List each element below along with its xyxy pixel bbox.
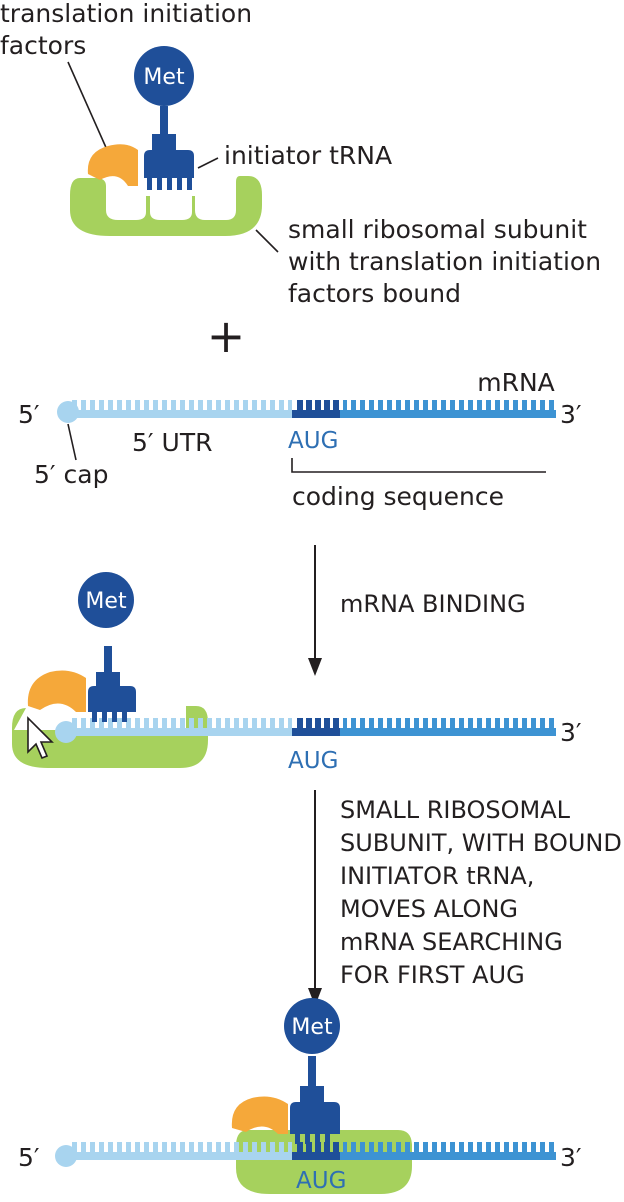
coding-sequence-label: coding sequence (292, 482, 504, 511)
five-prime-cap (57, 401, 79, 423)
initiation-factor-bound (27, 670, 86, 712)
initiation-factor-aug (231, 1096, 288, 1134)
small-ribosomal-subunit (70, 176, 262, 236)
aug-label-3: AUG (296, 1168, 346, 1194)
scanning-line-3: INITIATOR tRNA, (340, 862, 534, 890)
met-label-aug: Met (291, 1015, 333, 1040)
initiation-factor (87, 144, 138, 186)
scanning-step-label: SMALL RIBOSOMAL SUBUNIT, WITH BOUND INIT… (340, 796, 622, 989)
scanning-line-6: FOR FIRST AUG (340, 961, 525, 989)
subunit-leader-line (255, 229, 279, 253)
small-ribosomal-subunit-bound (12, 706, 208, 768)
mrna-3prime-label: 3′ (560, 400, 582, 429)
met-label-bound: Met (85, 589, 127, 614)
plus-sign: + (207, 309, 246, 363)
complex-at-aug: 5′ Met 3′ AUG (18, 998, 582, 1194)
translation-factors-label-1: translation initiation (0, 0, 252, 28)
factor-leader-line (67, 61, 109, 153)
small-subunit-label-3: factors bound (288, 279, 461, 308)
initiator-trna-label: initiator tRNA (224, 141, 392, 170)
coding-sequence-bracket (291, 458, 546, 473)
mrna-free: mRNA 5′ 3′ 5′ UTR AUG 5′ cap coding sequ… (18, 368, 582, 511)
scanning-line-1: SMALL RIBOSOMAL (340, 796, 571, 824)
scanning-line-4: MOVES ALONG (340, 895, 518, 923)
five-cap-label: 5′ cap (34, 460, 108, 489)
cap-leader-line (67, 423, 77, 461)
mrna-binding-step-label: mRNA BINDING (340, 590, 526, 618)
five-utr-label: 5′ UTR (132, 428, 212, 457)
bound-complex: Met 3′ AUG (12, 572, 582, 774)
scanning-line-2: SUBUNIT, WITH BOUND (340, 829, 622, 857)
mrna-label: mRNA (477, 368, 555, 397)
aug-label-2: AUG (288, 748, 338, 774)
small-subunit-label-1: small ribosomal subunit (288, 215, 587, 244)
small-subunit-label-2: with translation initiation (288, 247, 601, 276)
scanning-line-5: mRNA SEARCHING (340, 928, 563, 956)
mrna-5prime-label: 5′ (18, 400, 40, 429)
cursor-icon (27, 716, 54, 760)
initiator-trna-top (144, 106, 194, 190)
top-complex: translation initiation factors Met initi… (0, 0, 601, 308)
translation-factors-label-2: factors (0, 31, 86, 60)
step-arrow-binding (308, 545, 322, 676)
aug-3prime-label: 3′ (560, 1143, 582, 1172)
met-circle-top (134, 46, 194, 106)
step-arrow-scanning (308, 790, 322, 1006)
trna-leader-line (197, 157, 219, 169)
bound-3prime-label: 3′ (560, 718, 582, 747)
met-circle-bound (78, 572, 134, 628)
met-label-top: Met (143, 65, 185, 90)
aug-label-1: AUG (288, 428, 338, 454)
aug-5prime-label: 5′ (18, 1143, 40, 1172)
met-circle-aug (284, 998, 340, 1054)
